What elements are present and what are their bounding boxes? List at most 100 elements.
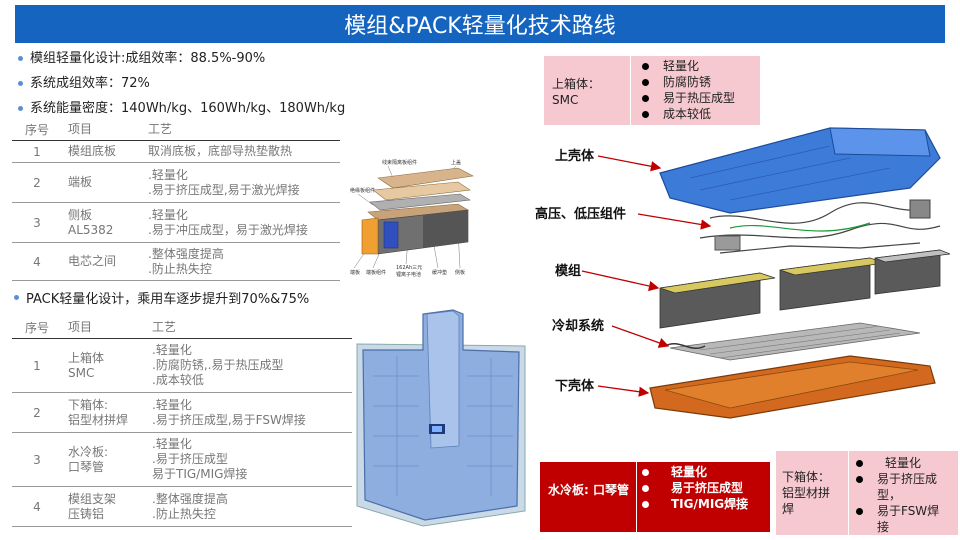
bullet-dot-icon <box>642 62 649 70</box>
cell-item: 下箱体:铝型材拼焊 <box>62 392 152 433</box>
upper-housing-list: 轻量化 防腐防锈 易于热压成型 成本较低 <box>642 58 735 122</box>
module-label: 线束隔离板组件 <box>382 159 417 166</box>
cell-process: 取消底板，底部导热垫散热 <box>148 140 340 163</box>
bullet-dot-icon <box>856 476 863 483</box>
header-item: 项目 <box>62 118 148 141</box>
exploded-pack-diagram: 上壳体 高压、低压组件 模组 冷却系统 下壳体 <box>535 127 951 419</box>
table-row: 1 模组底板 取消底板，底部导热垫散热 <box>12 140 340 163</box>
cell-item: 模组支架压铸铝 <box>62 486 152 527</box>
cell-no: 4 <box>12 242 62 281</box>
label-cooling-system: 冷却系统 <box>552 318 604 334</box>
box-divider <box>848 451 849 535</box>
box-divider <box>630 56 631 125</box>
upper-housing-label: 上箱体：SMC <box>552 77 601 107</box>
bullet-dot-icon <box>18 81 23 86</box>
module-label: 上盖 <box>451 159 461 166</box>
table-header-row: 序号 项目 工艺 <box>12 118 340 141</box>
bullet-dot-icon <box>856 508 863 515</box>
cell-process: .整体强度提高.防止热失控 <box>148 242 340 281</box>
box-divider <box>636 462 637 532</box>
cell-no: 3 <box>12 202 62 243</box>
table-row: 4 模组支架压铸铝 .整体强度提高.防止热失控 <box>12 486 352 527</box>
page-title: 模组&PACK轻量化技术路线 <box>15 5 945 43</box>
cooling-plate-box: 水冷板: 口琴管 轻量化 易于挤压成型 TIG/MIG焊接 <box>540 462 770 532</box>
list-item: 轻量化 <box>642 464 748 480</box>
bullet-item: 系统能量密度：140Wh/kg、160Wh/kg、180Wh/kg <box>18 96 345 121</box>
cell-item: 模组底板 <box>62 140 148 163</box>
list-item: 易于热压成型 <box>642 90 735 106</box>
cell-process: .轻量化.易于冲压成型，易于激光焊接 <box>148 202 340 243</box>
bullet-dot-icon <box>18 56 23 61</box>
pack-bullet: PACK轻量化设计，乘用车逐步提升到70%&75% <box>14 288 309 307</box>
module-label: 缓冲垫 <box>432 269 447 276</box>
module-label: 端板组件 <box>366 269 386 276</box>
bullet-item: 系统成组效率：72% <box>18 71 345 96</box>
table-row: 2 端板 .轻量化.易于挤压成型,易于激光焊接 <box>12 162 340 203</box>
header-no: 序号 <box>12 118 62 141</box>
module-label: 锂离子电池 <box>396 271 421 278</box>
cell-item: 电芯之间 <box>62 242 148 281</box>
bullet-dot-icon <box>642 469 649 476</box>
table-row: 4 电芯之间 .整体强度提高.防止热失控 <box>12 242 340 281</box>
list-item: 易于挤压成型， <box>856 471 947 503</box>
header-no: 序号 <box>12 316 62 339</box>
cell-no: 3 <box>12 432 62 487</box>
cell-no: 1 <box>12 338 62 393</box>
list-item: 防腐防锈 <box>642 74 735 90</box>
lower-housing-list: 轻量化 易于挤压成型， 易于FSW焊接 <box>856 455 947 535</box>
cell-process: .整体强度提高.防止热失控 <box>152 486 352 527</box>
cell-process: .轻量化.防腐防锈,.易于热压成型.成本较低 <box>152 338 352 393</box>
table-row: 2 下箱体:铝型材拼焊 .轻量化.易于挤压成型,易于FSW焊接 <box>12 392 352 433</box>
lower-housing-label: 下箱体：铝型材拼焊 <box>782 470 831 516</box>
header-item: 项目 <box>62 316 152 339</box>
label-hv-lv-components: 高压、低压组件 <box>535 206 626 222</box>
module-label: 绝缘板组件 <box>350 187 375 194</box>
label-lower-shell: 下壳体 <box>555 378 595 394</box>
pack-housing-illustration <box>356 309 526 527</box>
list-item: 易于FSW焊接 <box>856 503 947 535</box>
module-process-table: 序号 项目 工艺 1 模组底板 取消底板，底部导热垫散热 2 端板 .轻量化.易… <box>12 118 340 281</box>
header-process: 工艺 <box>152 316 352 339</box>
list-item: 易于挤压成型 <box>642 480 748 496</box>
bullet-item: 模组轻量化设计:成组效率：88.5%-90% <box>18 46 345 71</box>
lower-housing-box: 下箱体：铝型材拼焊 轻量化 易于挤压成型， 易于FSW焊接 <box>776 451 958 535</box>
bullet-dot-icon <box>642 78 649 86</box>
cell-item: 端板 <box>62 162 148 203</box>
upper-housing-box: 上箱体：SMC 轻量化 防腐防锈 易于热压成型 成本较低 <box>544 56 760 125</box>
list-item: TIG/MIG焊接 <box>642 496 748 512</box>
module-label: 端板 <box>350 269 360 276</box>
arrow-icon <box>597 385 650 397</box>
cooling-plate-label: 水冷板: 口琴管 <box>548 483 629 497</box>
label-modules: 模组 <box>555 263 581 279</box>
arrow-icon <box>637 213 712 230</box>
bullet-dot-icon <box>642 94 649 102</box>
header-process: 工艺 <box>148 118 340 141</box>
cell-no: 1 <box>12 140 62 163</box>
cell-process: .轻量化.易于挤压成型,易于激光焊接 <box>148 162 340 203</box>
label-upper-shell: 上壳体 <box>555 148 595 164</box>
bullet-dot-icon <box>642 501 649 508</box>
arrow-icon <box>611 325 670 348</box>
cooling-plate-list: 轻量化 易于挤压成型 TIG/MIG焊接 <box>642 464 748 512</box>
bullet-dot-icon <box>642 485 649 492</box>
cell-item: 水冷板:口琴管 <box>62 432 152 487</box>
table-header-row: 序号 项目 工艺 <box>12 316 352 339</box>
cell-no: 2 <box>12 392 62 433</box>
cell-no: 4 <box>12 486 62 527</box>
module-label: 侧板 <box>455 269 465 276</box>
bullet-dot-icon <box>14 295 19 300</box>
cell-no: 2 <box>12 162 62 203</box>
bullet-dot-icon <box>18 106 23 111</box>
cell-process: .轻量化.易于挤压成型,易于FSW焊接 <box>152 392 352 433</box>
arrow-icon <box>597 155 662 172</box>
bullet-dot-icon <box>856 459 863 467</box>
bullet-dot-icon <box>642 110 649 118</box>
cell-process: .轻量化.易于挤压成型易于TIG/MIG焊接 <box>152 432 352 487</box>
module-label: 162Ah三元 <box>396 265 422 271</box>
list-item: 轻量化 <box>642 58 735 74</box>
